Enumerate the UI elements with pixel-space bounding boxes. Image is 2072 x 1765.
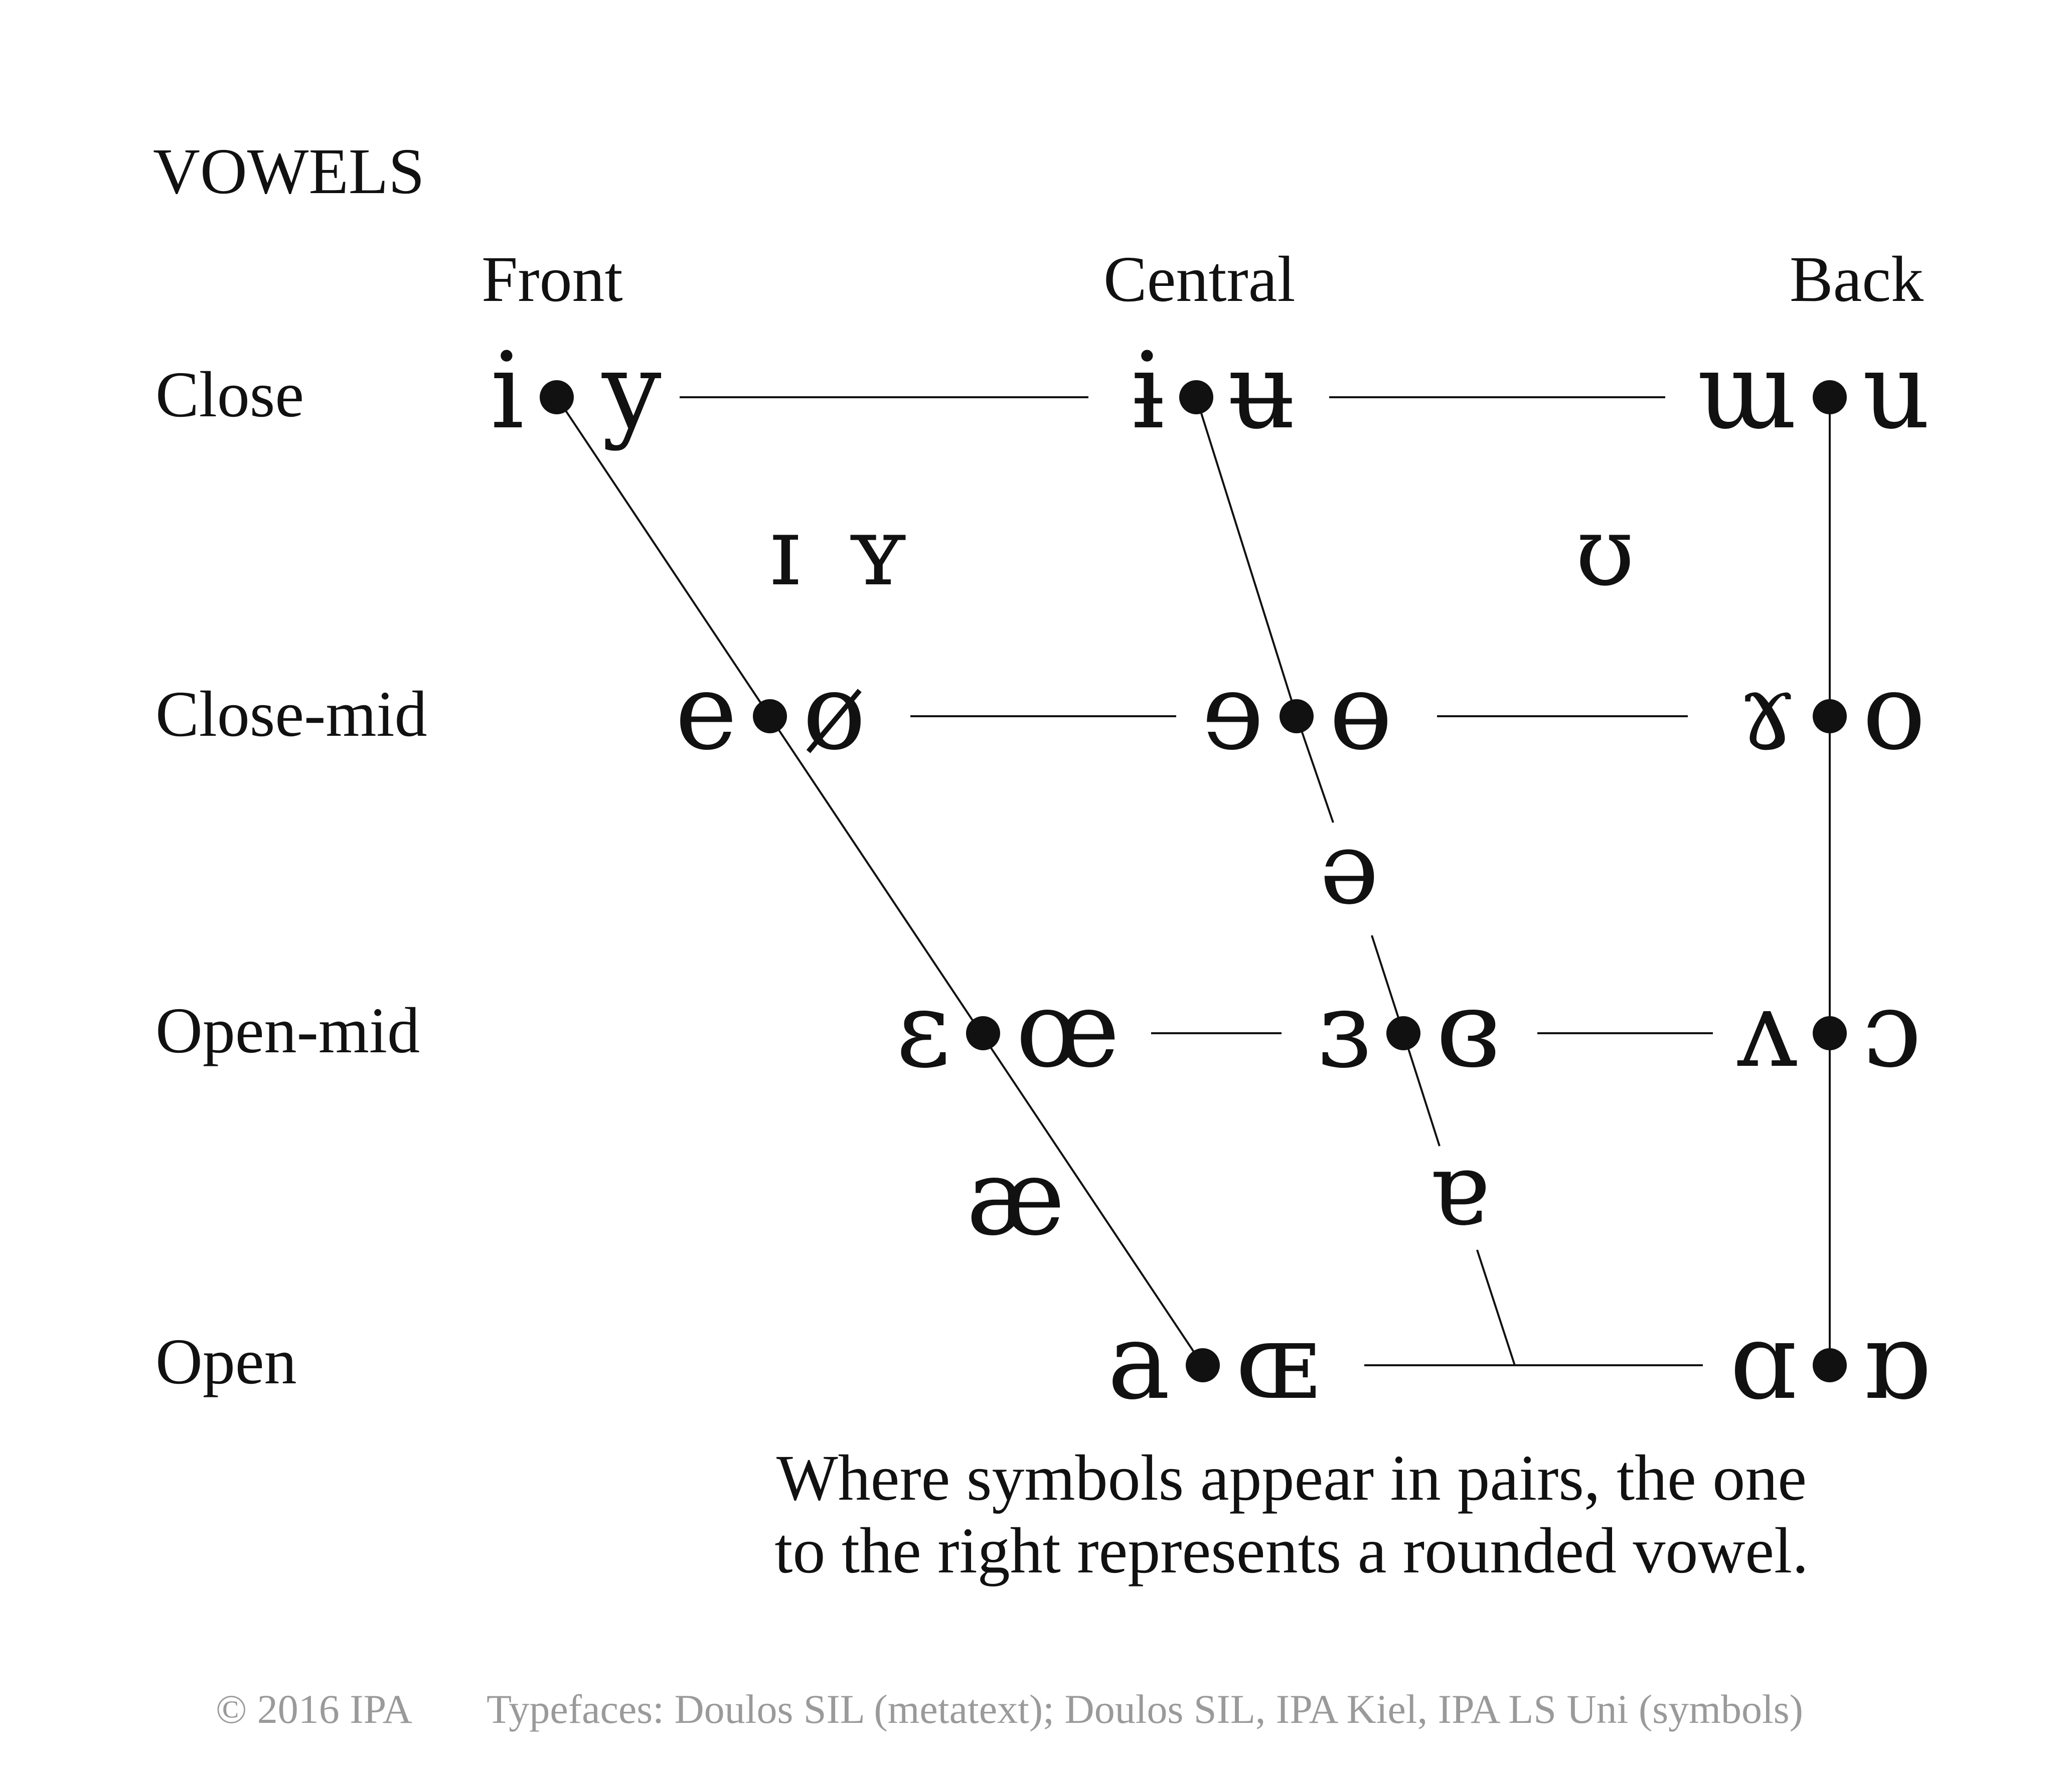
central-line-segment-5 (1476, 1249, 1516, 1366)
footer-copyright: © 2016 IPA (216, 1686, 412, 1732)
vowel-close-back-rounded: u (1862, 330, 1930, 452)
row-label-open-mid: Open-mid (155, 995, 420, 1067)
vowel-close-central-rounded: ʉ (1228, 330, 1296, 452)
vowel-closemid-front-rounded: ø (803, 651, 866, 773)
vowel-near-close-front-rounded: ʏ (847, 496, 909, 607)
dot-openmid-front (966, 1016, 1000, 1050)
vowel-openmid-central-unrounded: ɜ (1317, 968, 1371, 1091)
vowel-open-front-rounded: ɶ (1235, 1300, 1319, 1423)
vowel-close-back-unrounded: ɯ (1697, 330, 1797, 452)
dot-openmid-back (1813, 1016, 1847, 1050)
dot-closemid-front (753, 699, 787, 733)
dot-openmid-central (1386, 1016, 1420, 1050)
dot-close-front (540, 380, 574, 414)
dot-open-back (1813, 1348, 1847, 1382)
column-header-front: Front (482, 243, 623, 315)
vowel-open-back-rounded: ɒ (1862, 1300, 1930, 1423)
vowel-close-front-unrounded: i (491, 330, 524, 452)
central-line-segment-4 (1402, 1033, 1441, 1147)
vowel-closemid-front-unrounded: e (675, 651, 737, 773)
vowel-close-front-rounded: y (601, 330, 662, 452)
chart-title: VOWELS (153, 135, 425, 208)
row-label-close: Close (155, 359, 304, 431)
vowel-near-open-central: ɐ (1428, 1131, 1488, 1248)
dot-close-central (1179, 380, 1213, 414)
central-line-segment-1 (1195, 397, 1298, 717)
vowel-closemid-central-unrounded: ɘ (1202, 651, 1264, 773)
vowel-near-close-back: ʊ (1575, 496, 1635, 607)
vowel-near-open-front: æ (966, 1136, 1065, 1259)
vowel-closemid-central-rounded: ɵ (1329, 651, 1392, 773)
vowel-openmid-central-rounded: ɞ (1436, 968, 1501, 1091)
dot-close-back (1813, 380, 1847, 414)
vowel-openmid-front-rounded: œ (1016, 968, 1120, 1091)
vowel-open-front-unrounded: a (1107, 1300, 1170, 1423)
pairs-note-line-1: Where symbols appear in pairs, the one (776, 1442, 1807, 1514)
central-line-segment-3 (1371, 935, 1404, 1034)
front-edge-line (556, 396, 1204, 1366)
vowel-open-back-unrounded: ɑ (1730, 1300, 1797, 1423)
row-label-open: Open (155, 1326, 297, 1398)
vowel-openmid-back-unrounded: ʌ (1737, 968, 1797, 1091)
dot-closemid-back (1813, 699, 1847, 733)
vowel-closemid-back-unrounded: ɤ (1738, 651, 1797, 773)
vowel-openmid-front-unrounded: ɛ (896, 968, 950, 1091)
vowel-close-central-unrounded: ɨ (1131, 330, 1165, 452)
dot-open-front (1186, 1348, 1220, 1382)
pairs-note-line-2: to the right represents a rounded vowel. (774, 1515, 1808, 1587)
vowel-openmid-back-rounded: ɔ (1862, 968, 1922, 1091)
footer-typefaces: Typefaces: Doulos SIL (metatext); Doulos… (487, 1686, 1803, 1732)
column-header-central: Central (1103, 243, 1296, 315)
vowel-schwa: ə (1320, 810, 1379, 927)
central-line-segment-2 (1296, 716, 1334, 823)
row-label-close-mid: Close-mid (155, 678, 427, 750)
column-header-back: Back (1790, 243, 1924, 315)
dot-closemid-central (1280, 699, 1314, 733)
vowel-near-close-front-unrounded: ɪ (770, 496, 801, 607)
vowel-closemid-back-rounded: o (1862, 651, 1926, 773)
